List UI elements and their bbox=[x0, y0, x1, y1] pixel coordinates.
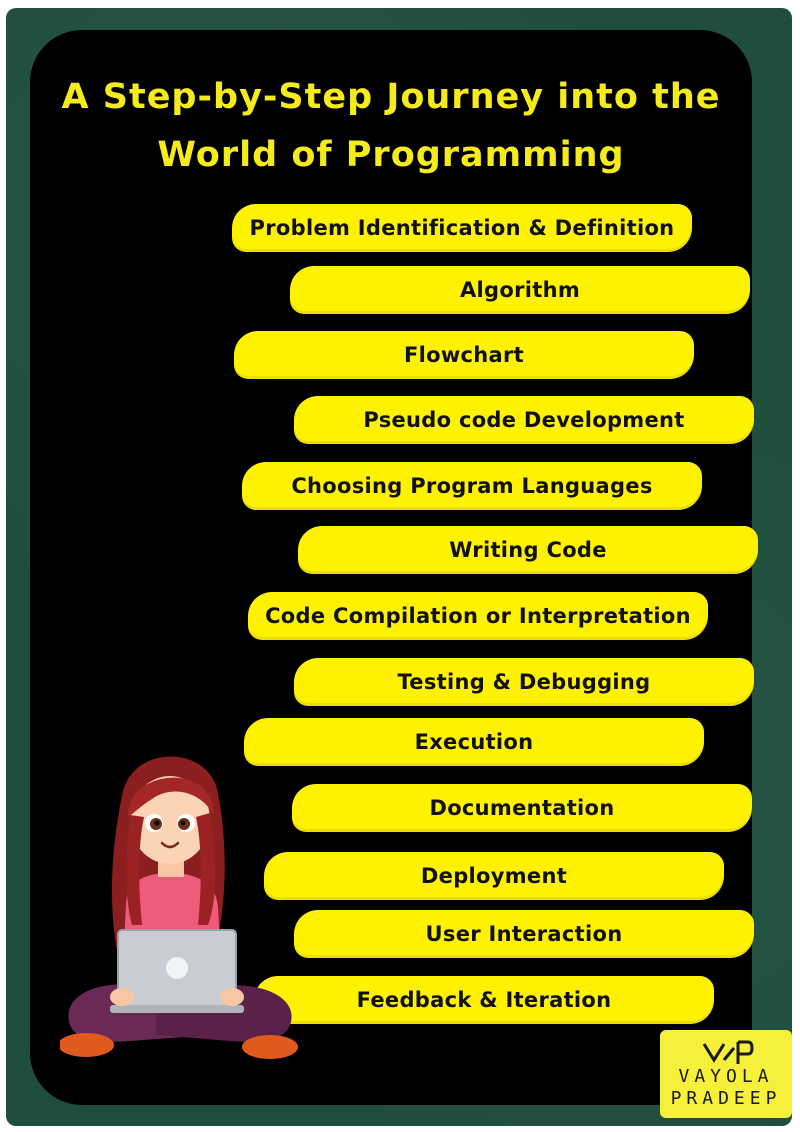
step-documentation: Documentation bbox=[292, 784, 752, 832]
step-label: Code Compilation or Interpretation bbox=[265, 604, 691, 628]
step-flowchart: Flowchart bbox=[234, 331, 694, 379]
step-pseudo-code: Pseudo code Development bbox=[294, 396, 754, 444]
step-user-interaction: User Interaction bbox=[294, 910, 754, 958]
step-writing-code: Writing Code bbox=[298, 526, 758, 574]
step-label: Feedback & Iteration bbox=[356, 988, 612, 1012]
step-algorithm: Algorithm bbox=[290, 266, 750, 314]
step-choosing-language: Choosing Program Languages bbox=[242, 462, 702, 510]
step-label: Documentation bbox=[429, 796, 615, 820]
logo-line-1: VAYOLA bbox=[678, 1066, 774, 1087]
vayola-pradeep-logo: VAYOLA PRADEEP bbox=[660, 1030, 792, 1118]
step-label: Pseudo code Development bbox=[363, 408, 685, 432]
step-label: Problem Identification & Definition bbox=[249, 216, 675, 240]
step-problem-identification: Problem Identification & Definition bbox=[232, 204, 692, 252]
step-testing-debugging: Testing & Debugging bbox=[294, 658, 754, 706]
step-label: Deployment bbox=[420, 864, 568, 888]
step-execution: Execution bbox=[244, 718, 704, 766]
step-label: Algorithm bbox=[459, 278, 581, 302]
step-label: User Interaction bbox=[425, 922, 623, 946]
page-title: A Step-by-Step Journey into the World of… bbox=[61, 77, 721, 175]
step-feedback-iteration: Feedback & Iteration bbox=[254, 976, 714, 1024]
step-label: Execution bbox=[414, 730, 534, 754]
girl-with-laptop-illustration bbox=[60, 756, 298, 1059]
vp-logo-icon bbox=[702, 1040, 754, 1064]
step-label: Flowchart bbox=[403, 343, 525, 367]
step-label: Testing & Debugging bbox=[397, 670, 651, 694]
step-label: Writing Code bbox=[449, 538, 607, 562]
logo-line-2: PRADEEP bbox=[670, 1088, 782, 1109]
step-label: Choosing Program Languages bbox=[291, 474, 653, 498]
step-compilation: Code Compilation or Interpretation bbox=[248, 592, 708, 640]
step-deployment: Deployment bbox=[264, 852, 724, 900]
